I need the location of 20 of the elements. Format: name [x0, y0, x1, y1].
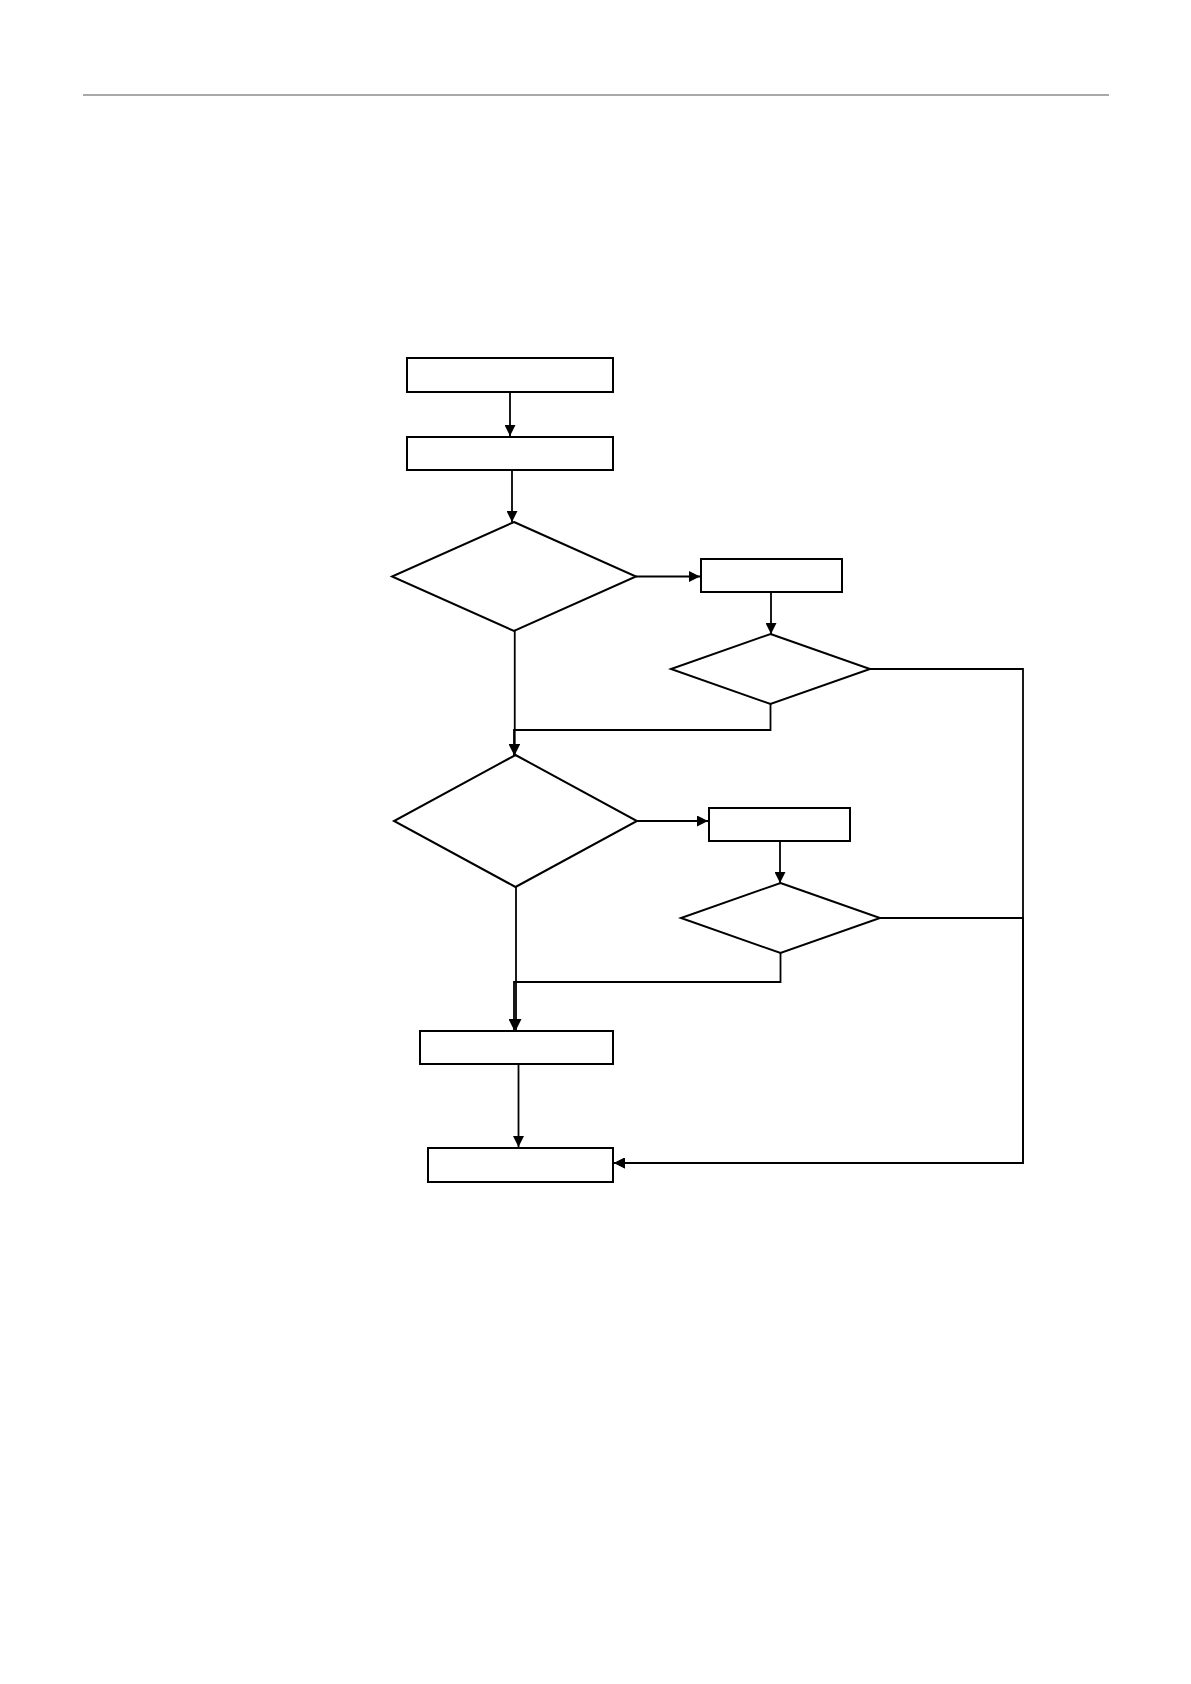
- process-box: [700, 558, 843, 593]
- arrow: [506, 470, 518, 523]
- arrow: [508, 703, 772, 756]
- decision-diamond: [671, 634, 870, 704]
- process-box: [419, 1030, 614, 1065]
- decision-diamond: [681, 883, 880, 953]
- decision-diamond: [392, 522, 636, 631]
- decision-diamond: [394, 755, 637, 887]
- arrow: [613, 917, 1024, 1169]
- process-box: [406, 436, 614, 471]
- arrow: [513, 1064, 524, 1148]
- process-box: [427, 1147, 614, 1183]
- process-box: [406, 357, 614, 393]
- arrow: [636, 815, 709, 827]
- arrow: [765, 592, 777, 635]
- arrow: [774, 841, 786, 884]
- process-box: [708, 807, 851, 842]
- arrow: [504, 392, 516, 437]
- arrow: [635, 571, 701, 582]
- arrow: [508, 952, 782, 1031]
